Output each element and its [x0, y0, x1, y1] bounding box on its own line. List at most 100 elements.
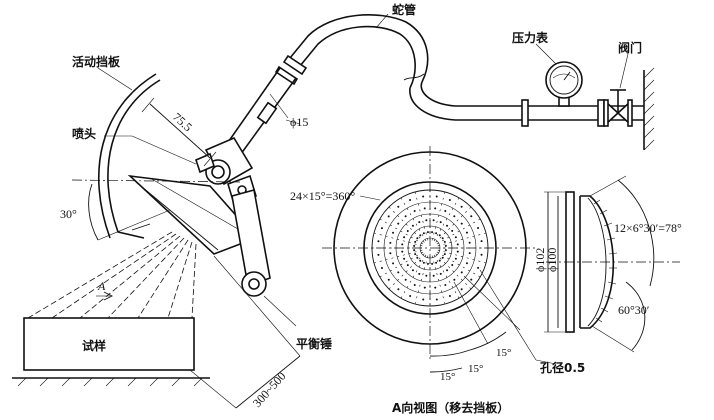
face-hole [435, 298, 438, 301]
face-spoke [437, 232, 487, 247]
face-spoke [379, 218, 424, 245]
face-hole [422, 298, 425, 301]
face-hole [454, 257, 457, 260]
dim-75-5: 75.5 [170, 110, 195, 134]
face-spoke [400, 197, 427, 242]
face-hole [438, 234, 441, 237]
face-hole [438, 259, 441, 262]
face-hole [414, 240, 417, 243]
label-nozzle: 喷头 [72, 126, 96, 141]
face-hole [404, 215, 407, 218]
face-hole [423, 286, 426, 289]
face-hole [406, 229, 409, 232]
face-hole [403, 257, 406, 260]
face-hole [453, 215, 456, 218]
face-hole [432, 274, 435, 277]
face-hole [439, 221, 442, 224]
face-hole [397, 222, 400, 225]
face-hole [413, 244, 416, 247]
dim-dia-102: ϕ102 [533, 248, 547, 272]
face-hole [443, 253, 446, 256]
face-hole [444, 249, 447, 252]
label-pressure-gauge: 压力表 [512, 30, 549, 45]
face-hole [439, 272, 442, 275]
dim-dia-15: ϕ15 [290, 115, 308, 129]
face-hole [413, 249, 416, 252]
dim-side-angle: 60°30′ [618, 303, 650, 317]
face-hole [448, 198, 451, 201]
face-hole [465, 262, 468, 265]
face-hole [422, 261, 425, 264]
face-hole [397, 288, 400, 291]
face-spoke [433, 254, 460, 299]
face-hole [380, 227, 383, 230]
angle-dimension-arcs [359, 195, 557, 373]
face-hole [426, 262, 429, 265]
nozzle-assembly [195, 136, 257, 206]
face-hole [377, 253, 380, 256]
nozzle-face-view [322, 146, 538, 360]
face-hole [403, 236, 406, 239]
label-view-letter: A [97, 279, 106, 293]
face-hole [468, 252, 471, 255]
face-hole [444, 210, 447, 213]
face-hole [419, 259, 422, 262]
face-hole [435, 261, 438, 264]
label-hole-diameter: 孔径0.5 [540, 360, 585, 375]
face-hole [448, 295, 451, 298]
face-spoke [431, 255, 446, 305]
face-hole [401, 243, 404, 246]
face-spoke [400, 254, 427, 299]
face-hole [416, 237, 419, 240]
dim-dia-100: ϕ100 [545, 248, 559, 272]
face-hole [456, 243, 459, 246]
face-hole [480, 240, 483, 243]
nozzle-side-view [544, 175, 680, 353]
face-hole [477, 266, 480, 269]
face-hole [425, 274, 428, 277]
face-spoke [433, 197, 460, 242]
face-hole [392, 231, 395, 234]
face-hole [418, 221, 421, 224]
face-hole [422, 195, 425, 198]
face-hole [460, 205, 463, 208]
face-hole [377, 240, 380, 243]
face-hole [435, 232, 438, 235]
face-hole [460, 271, 463, 274]
face-hole [419, 234, 422, 237]
baffle-plate [127, 174, 258, 255]
face-hole [460, 222, 463, 225]
wall [643, 67, 655, 151]
dim-holes-formula: 24×15°=360° [290, 189, 355, 203]
movable-baffle-arc [98, 73, 161, 239]
valve-body [603, 89, 633, 127]
dim-side-formula: 12×6°30′=78° [614, 221, 682, 235]
face-hole [434, 286, 437, 289]
face-hole [397, 205, 400, 208]
pressure-gauge [545, 61, 583, 107]
label-view-caption: A向视图（移去挡板） [392, 400, 509, 415]
face-hole [468, 241, 471, 244]
face-hole [451, 264, 454, 267]
face-hole [444, 244, 447, 247]
face-hole [411, 269, 414, 272]
label-movable-baffle: 活动挡板 [72, 54, 121, 69]
face-hole [470, 278, 473, 281]
face-hole [422, 232, 425, 235]
face-hole [444, 283, 447, 286]
face-spoke [379, 251, 424, 278]
face-hole [435, 195, 438, 198]
face-hole [426, 231, 429, 234]
dim-angle-30: 30° [60, 207, 77, 221]
dimension-lines-left [71, 13, 629, 409]
dim-15-c: 15° [496, 347, 511, 359]
dim-15-b: 15° [468, 363, 483, 375]
spray-lines [27, 231, 197, 319]
face-spoke [388, 206, 425, 243]
face-hole [441, 256, 444, 259]
dim-15-a: 15° [440, 371, 455, 383]
face-hole [411, 224, 414, 227]
face-hole [451, 229, 454, 232]
face-hole [454, 236, 457, 239]
